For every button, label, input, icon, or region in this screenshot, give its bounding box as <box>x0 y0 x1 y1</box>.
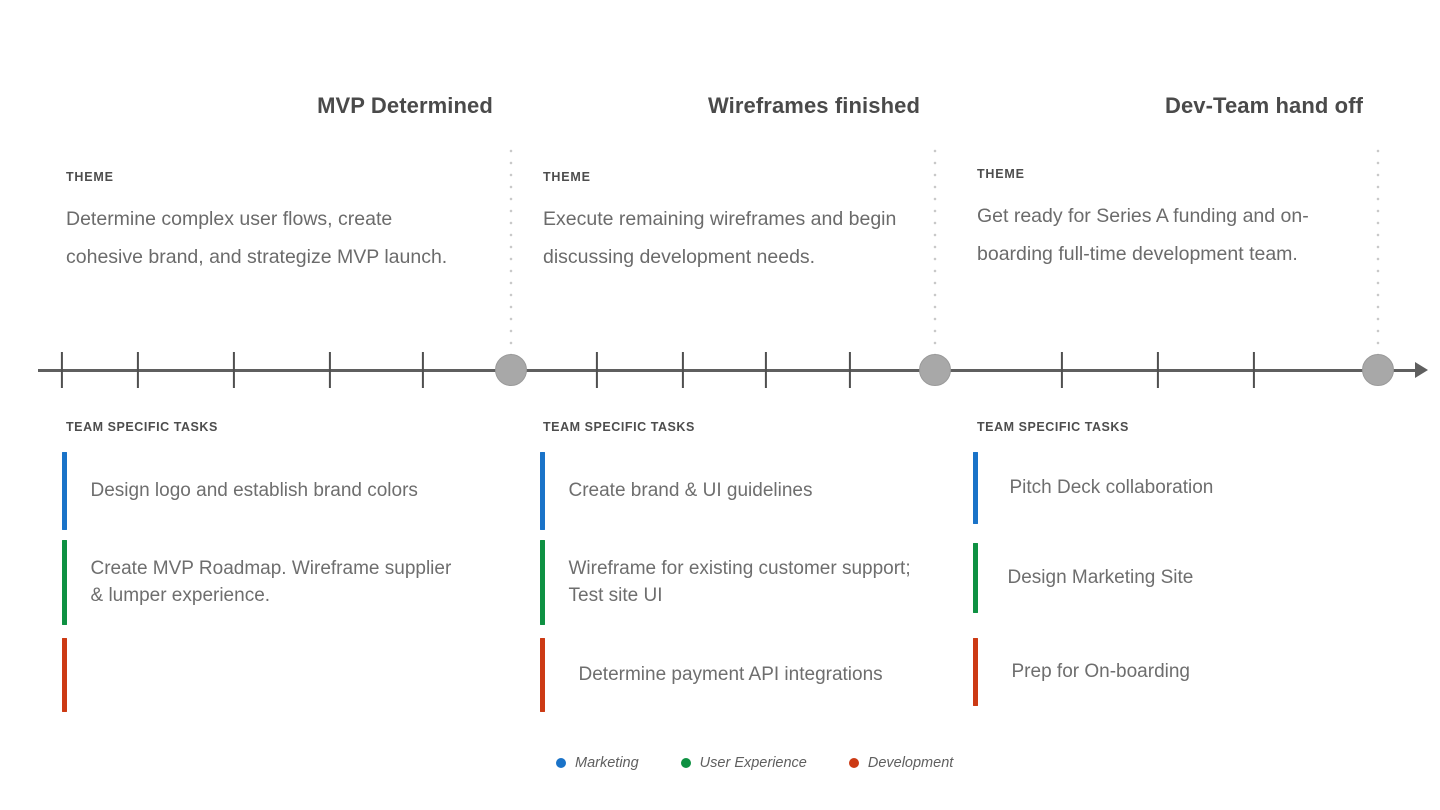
axis-tick <box>1252 352 1256 388</box>
task-item-2-marketing[interactable]: Create brand & UI guidelines <box>540 452 970 530</box>
axis-tick <box>848 352 852 388</box>
axis-tick <box>595 352 599 388</box>
timeline-axis <box>38 369 1420 372</box>
task-item-2-ux[interactable]: Wireframe for existing customer support;… <box>540 540 940 625</box>
theme-text-2: Execute remaining wireframes and begin d… <box>543 208 897 269</box>
legend-item-user-experience: User Experience <box>680 755 807 771</box>
task-item-1-marketing[interactable]: Design logo and establish brand colors <box>62 452 502 530</box>
legend-dot-user-experience <box>680 758 691 768</box>
task-color-bar-marketing <box>540 452 545 530</box>
task-color-bar-development <box>540 638 545 712</box>
theme-text-1: Determine complex user flows, create coh… <box>66 208 448 269</box>
axis-tick <box>232 352 236 388</box>
milestone-dot-1[interactable] <box>495 354 527 386</box>
theme-block-2: THEME Execute remaining wireframes and b… <box>543 170 943 276</box>
task-item-3-marketing[interactable]: Pitch Deck collaboration <box>973 452 1393 524</box>
axis-tick <box>328 352 332 388</box>
task-item-3-ux[interactable]: Design Marketing Site <box>973 543 1393 613</box>
milestone-dot-2[interactable] <box>919 354 951 386</box>
task-text-1-ux: Create MVP Roadmap. Wireframe supplier &… <box>90 557 452 606</box>
axis-tick <box>1060 352 1064 388</box>
task-text-3-development: Prep for On-boarding <box>1011 660 1191 682</box>
task-color-bar-ux <box>540 540 545 625</box>
task-item-3-development[interactable]: Prep for On-boarding <box>973 638 1393 706</box>
task-text-3-ux: Design Marketing Site <box>1007 566 1194 588</box>
task-text-1-marketing: Design logo and establish brand colors <box>90 479 418 501</box>
milestone-connector-1 <box>509 145 513 360</box>
milestone-connector-2 <box>933 145 937 360</box>
tasks-label-3: TEAM SPECIFIC TASKS <box>977 420 1129 434</box>
task-item-1-development[interactable] <box>62 638 502 712</box>
milestone-connector-3 <box>1376 145 1380 360</box>
task-color-bar-ux <box>973 543 978 613</box>
legend: Marketing User Experience Development <box>556 755 953 771</box>
task-column-1: TEAM SPECIFIC TASKS <box>66 420 506 434</box>
axis-tick <box>764 352 768 388</box>
task-text-2-development: Determine payment API integrations <box>578 663 883 685</box>
timeline-arrow-icon <box>1415 362 1428 378</box>
task-column-3: TEAM SPECIFIC TASKS <box>977 420 1397 434</box>
task-column-2: TEAM SPECIFIC TASKS <box>543 420 973 434</box>
axis-tick <box>681 352 685 388</box>
axis-tick <box>136 352 140 388</box>
milestone-title-3: Dev-Team hand off <box>1164 93 1364 118</box>
axis-tick <box>1156 352 1160 388</box>
theme-text-3: Get ready for Series A funding and on-bo… <box>977 205 1309 266</box>
legend-label-marketing: Marketing <box>575 755 639 771</box>
axis-tick <box>421 352 425 388</box>
axis-tick <box>60 352 64 388</box>
theme-label-1: THEME <box>66 170 114 184</box>
legend-dot-marketing <box>556 758 566 768</box>
task-color-bar-marketing <box>973 452 978 524</box>
legend-item-marketing: Marketing <box>556 755 639 771</box>
legend-label-user-experience: User Experience <box>699 755 807 771</box>
task-text-3-marketing: Pitch Deck collaboration <box>1009 476 1214 498</box>
milestone-title-2: Wireframes finished <box>708 93 920 118</box>
tasks-label-1: TEAM SPECIFIC TASKS <box>66 420 218 434</box>
legend-dot-development <box>848 758 859 768</box>
task-color-bar-marketing <box>62 452 67 530</box>
theme-label-3: THEME <box>977 167 1025 181</box>
tasks-label-2: TEAM SPECIFIC TASKS <box>543 420 695 434</box>
theme-block-3: THEME Get ready for Series A funding and… <box>977 167 1377 273</box>
legend-label-development: Development <box>867 755 954 771</box>
task-color-bar-ux <box>62 540 67 625</box>
task-item-2-development[interactable]: Determine payment API integrations <box>540 638 970 712</box>
task-text-2-marketing: Create brand & UI guidelines <box>568 479 813 501</box>
task-text-2-ux: Wireframe for existing customer support;… <box>568 557 911 606</box>
legend-item-development: Development <box>848 755 954 771</box>
task-color-bar-development <box>62 638 67 712</box>
milestone-title-1: MVP Determined <box>317 93 493 118</box>
theme-label-2: THEME <box>543 170 591 184</box>
theme-block-1: THEME Determine complex user flows, crea… <box>66 170 466 276</box>
milestone-dot-3[interactable] <box>1362 354 1394 386</box>
task-item-1-ux[interactable]: Create MVP Roadmap. Wireframe supplier &… <box>62 540 462 625</box>
task-color-bar-development <box>973 638 978 706</box>
